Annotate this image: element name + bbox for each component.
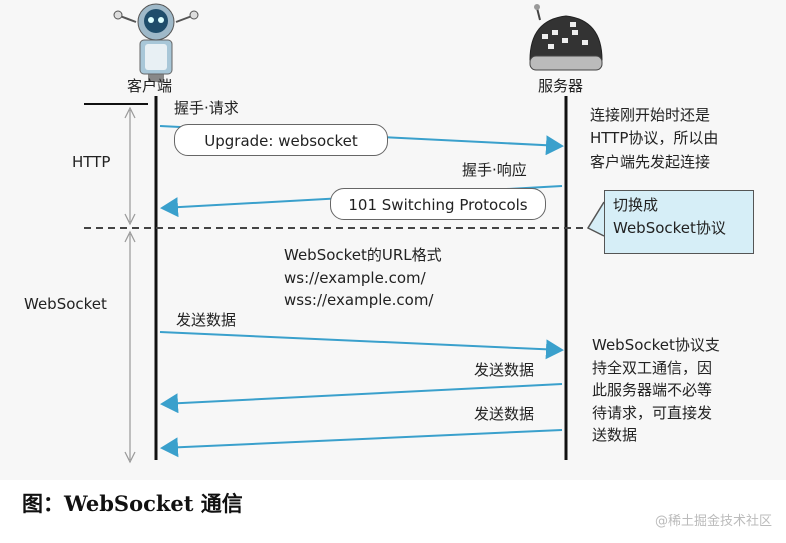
switch-note-line: WebSocket协议 xyxy=(613,219,726,238)
switching-protocols-box: 101 Switching Protocols xyxy=(330,188,546,220)
client-send-arrow xyxy=(159,331,564,360)
websocket-note-line: WebSocket协议支 xyxy=(592,336,720,354)
upgrade-header-box: Upgrade: websocket xyxy=(174,124,388,156)
switch-note-line: 切换成 xyxy=(613,196,659,214)
handshake-response-label: 握手·响应 xyxy=(462,161,527,179)
websocket-phase-label: WebSocket xyxy=(24,295,107,313)
websocket-note-line: 持全双工通信，因 xyxy=(592,358,713,377)
websocket-note-line: 待请求，可直接发 xyxy=(592,403,713,422)
handshake-request-label: 握手·请求 xyxy=(174,99,239,117)
server-send-label-2: 发送数据 xyxy=(474,405,535,423)
server-robot-icon xyxy=(529,4,603,71)
diagram-canvas xyxy=(84,3,605,464)
url-format-title: WebSocket的URL格式 xyxy=(284,246,442,264)
client-robot-icon xyxy=(113,3,199,82)
switch-protocol-note: 切换成 WebSocket协议 xyxy=(604,190,754,254)
figure-caption: 图：WebSocket 通信 xyxy=(22,491,243,516)
server-send-arrow-1 xyxy=(160,383,563,414)
websocket-note-line: 送数据 xyxy=(592,426,638,444)
server-label: 服务器 xyxy=(538,77,584,95)
url-format-wss: wss://example.com/ xyxy=(284,291,434,309)
http-note-line: 客户端先发起连接 xyxy=(590,152,711,171)
url-format-ws: ws://example.com/ xyxy=(284,268,426,287)
client-label: 客户端 xyxy=(127,77,173,95)
server-send-arrow-2 xyxy=(160,429,563,458)
server-send-label-1: 发送数据 xyxy=(474,361,535,379)
http-note: 连接刚开始时还是 HTTP协议，所以由 客户端先发起连接 xyxy=(590,104,718,174)
url-format-block: WebSocket的URL格式 ws://example.com/ wss://… xyxy=(284,244,442,312)
watermark: @稀土掘金技术社区 xyxy=(654,514,772,529)
client-send-label: 发送数据 xyxy=(176,311,237,329)
http-note-line: HTTP协议，所以由 xyxy=(590,129,719,148)
websocket-note-line: 此服务器端不必等 xyxy=(592,381,713,399)
http-phase-label: HTTP xyxy=(72,153,111,171)
switch-note-pointer xyxy=(586,201,605,237)
websocket-sequence-diagram: 客户端 服务器 HTTP WebSocket 握手·请求 Upgrade: we… xyxy=(24,3,754,464)
websocket-note: WebSocket协议支 持全双工通信，因 此服务器端不必等 待请求，可直接发 … xyxy=(592,334,720,447)
http-note-line: 连接刚开始时还是 xyxy=(590,106,711,124)
